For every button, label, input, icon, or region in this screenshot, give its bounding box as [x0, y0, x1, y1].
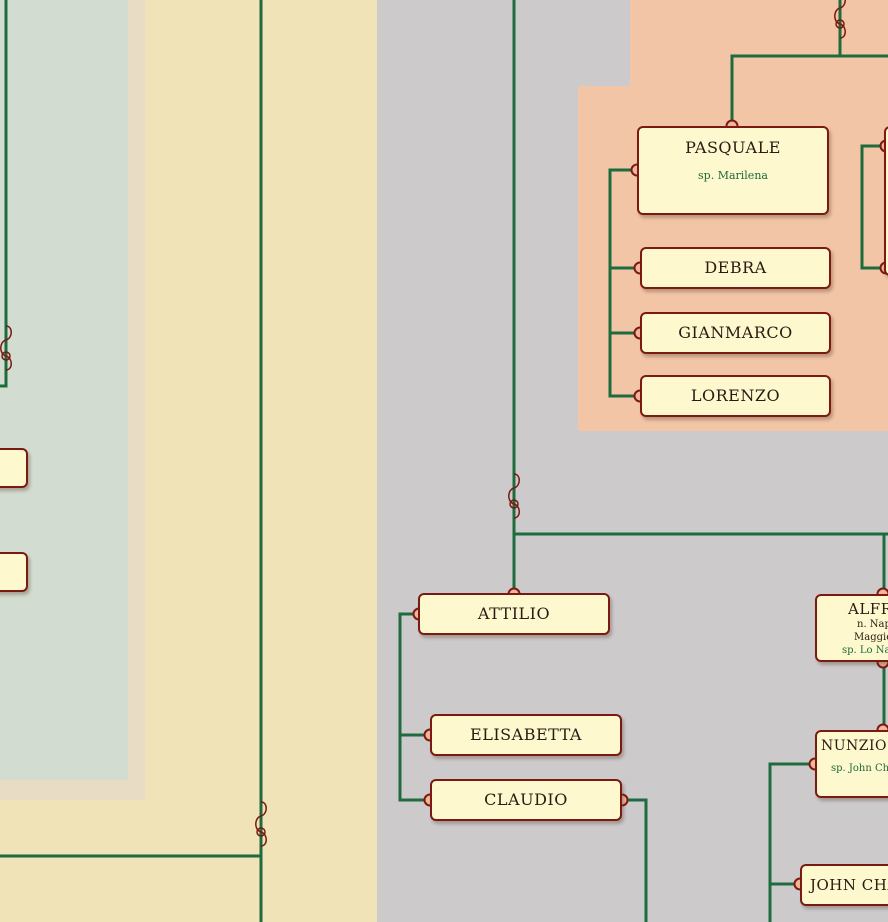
person-name: GIANMARCO [678, 323, 793, 342]
person-name: DEBRA [704, 258, 767, 277]
person-spouse: sp. John Char [831, 763, 888, 774]
person-card-lorenzo[interactable]: LORENZO [640, 375, 831, 417]
person-card-partial[interactable] [0, 448, 28, 488]
person-card-john[interactable]: JOHN CHA [800, 864, 888, 906]
person-card-elisabetta[interactable]: ELISABETTA [430, 714, 622, 756]
region-yellow-bottom [0, 800, 145, 922]
person-name: NUNZIO A [821, 738, 888, 754]
marriage-symbol-icon [255, 801, 267, 847]
region-orange [630, 0, 888, 90]
person-card-nunzio[interactable]: NUNZIO A sp. John Char [815, 730, 888, 798]
person-card-alfredo[interactable]: ALFRE n. Napo Maggio sp. Lo Naze [815, 594, 888, 662]
person-card-attilio[interactable]: ATTILIO [418, 593, 610, 635]
region-blue-inner [0, 0, 128, 780]
marriage-symbol-icon [0, 325, 12, 371]
person-card-debra[interactable]: DEBRA [640, 247, 831, 289]
marriage-symbol-icon [834, 0, 846, 39]
person-card-pasquale[interactable]: PASQUALE sp. Marilena [637, 126, 829, 215]
person-name: JOHN CHA [810, 876, 888, 894]
person-card-claudio[interactable]: CLAUDIO [430, 779, 622, 821]
person-spouse: sp. Marilena [698, 169, 768, 182]
person-name: PASQUALE [685, 138, 781, 157]
marriage-symbol-icon [508, 473, 520, 519]
person-name: CLAUDIO [484, 790, 568, 809]
person-spouse: sp. Lo Naze [842, 645, 888, 656]
person-birth: n. Napo [857, 619, 888, 630]
person-card-partial[interactable] [0, 552, 28, 592]
person-card-partial[interactable] [884, 126, 888, 276]
person-name: ALFRE [848, 600, 888, 618]
person-card-gianmarco[interactable]: GIANMARCO [640, 312, 831, 354]
person-date: Maggio [854, 632, 888, 643]
person-name: LORENZO [690, 386, 781, 405]
person-name: ATTILIO [477, 604, 551, 623]
person-name: ELISABETTA [470, 725, 582, 744]
